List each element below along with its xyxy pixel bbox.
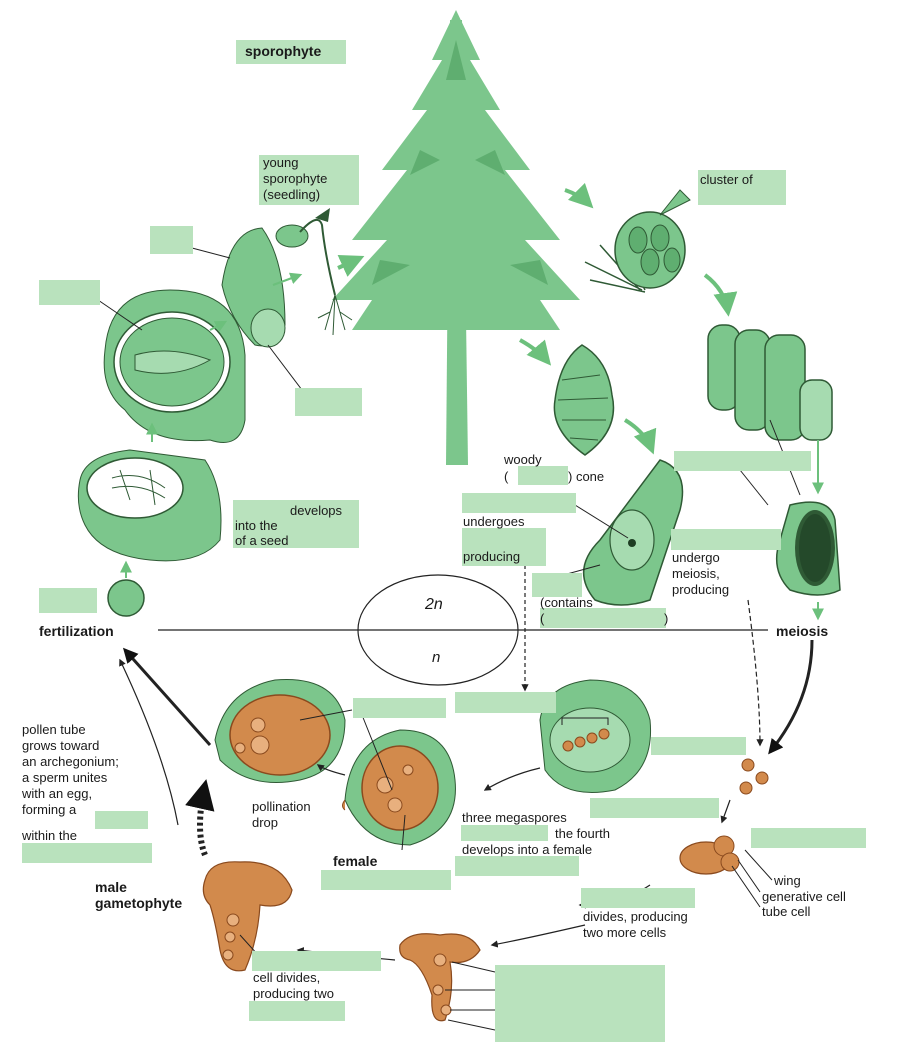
ovule-with-female-gametophyte [342, 729, 456, 846]
blank-seed-coat [39, 280, 100, 305]
label-pollen-tube-grows: pollen tube grows toward an archegonium;… [22, 722, 119, 817]
developing-seed [77, 449, 222, 562]
leader-lines [97, 247, 801, 851]
blank-contains [540, 608, 666, 628]
blank-generative-cell [581, 888, 695, 908]
label-meiosis: meiosis [776, 623, 829, 639]
blank-within-the [22, 843, 152, 863]
blank-megaspores [590, 798, 719, 818]
label-young-sporophyte: young sporophyte (seedling) [263, 155, 328, 202]
pollen-grain [679, 835, 773, 908]
blank-ovule [532, 573, 582, 597]
blank-microsporocytes [671, 529, 781, 550]
green-arrows [120, 182, 824, 621]
blank-forming-a [95, 811, 148, 829]
blank-ovule-megaspore [455, 692, 556, 713]
microspores [739, 758, 769, 795]
blank-sporophyte-label [236, 40, 346, 64]
blank-archegonium [353, 698, 446, 718]
label-undergo-meiosis: undergo meiosis, producing [672, 550, 730, 597]
label-develops-female: develops into a female [462, 842, 593, 857]
blank-undergoes [462, 528, 546, 566]
label-the-fourth: the fourth [555, 826, 610, 841]
ovule-scale [582, 459, 684, 606]
pine-tree [332, 10, 580, 465]
zygote [107, 579, 145, 617]
label-sporophyte: sporophyte [245, 43, 322, 59]
label-woody: woody [504, 452, 542, 467]
label-into-the: into the [235, 518, 278, 533]
label-contains-close: ) [664, 611, 669, 626]
pollen-tube-middle [399, 933, 496, 1031]
label-tube-cell: tube cell [762, 904, 811, 919]
blank-cluster-of [698, 170, 786, 205]
label-cluster-of: cluster of [700, 172, 753, 187]
label-contains: (contains [540, 595, 593, 610]
label-female: female [333, 853, 378, 869]
blank-seedling-label [259, 155, 359, 205]
label-contains-open: ( [540, 611, 545, 626]
label-2n: 2n [425, 596, 443, 613]
label-woody-paren: ( [504, 469, 509, 484]
blank-female-gametophyte [321, 870, 451, 890]
ploidy-divider [158, 574, 768, 686]
blank-wing [150, 226, 193, 254]
label-pollination-drop: pollination drop [252, 799, 311, 830]
ovule-with-megaspores [539, 679, 652, 793]
blank-three-megaspores [461, 825, 548, 841]
label-cell-divides: cell divides, producing two [253, 970, 334, 1001]
blank-microspores [651, 737, 746, 755]
seedling [275, 208, 353, 336]
label-n: n [432, 649, 441, 666]
winged-seed [221, 227, 286, 348]
label-undergoes: undergoes [463, 514, 525, 529]
label-woody-cone: ) cone [568, 469, 605, 484]
blank-pollen-grain [751, 828, 866, 848]
ovule-with-archegonia [214, 679, 346, 783]
seed [103, 289, 246, 443]
microsporangia [707, 324, 833, 441]
blank-female-gametophyte-2 [455, 856, 579, 876]
microsporangium-detail [775, 501, 841, 596]
blank-zygote [39, 588, 97, 613]
label-of-a-seed: of a seed [235, 533, 289, 548]
blank-pollen-tube-parts [495, 965, 665, 1042]
label-within-the: within the [22, 828, 77, 843]
blank-megasporocyte [462, 493, 576, 513]
label-wing: wing [774, 873, 801, 888]
label-develops: develops [290, 503, 343, 518]
label-male-gametophyte: male gametophyte [95, 879, 183, 911]
pollen-cone-cluster [584, 189, 691, 293]
blank-woody-cone [518, 466, 568, 485]
label-producing: producing [463, 549, 521, 564]
label-generative-cell: generative cell [762, 889, 846, 904]
blank-cell-divides [252, 951, 381, 971]
blank-develops-into [233, 500, 359, 548]
label-divides-producing: divides, producing two more cells [583, 909, 688, 940]
blank-embryo [295, 388, 362, 416]
blank-sperm [249, 1001, 345, 1021]
ovulate-cone [553, 344, 615, 456]
label-fertilization: fertilization [39, 623, 114, 639]
label-three-megaspores: three megaspores [462, 810, 567, 825]
blank-microsporangium [674, 451, 811, 471]
